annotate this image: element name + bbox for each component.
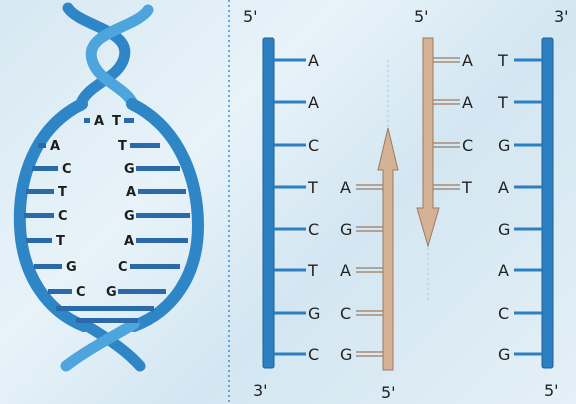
label-top-mid-5prime: 5' xyxy=(414,7,429,26)
new-strand-left-base: G xyxy=(340,220,352,239)
helix-rung-left xyxy=(48,289,72,294)
helix-base-right: G xyxy=(124,209,135,224)
helix-bubble-right xyxy=(126,98,205,332)
template-strand-right-bases: T T G A G A C G xyxy=(497,51,542,364)
helix-bubble-left xyxy=(13,98,90,332)
helix-base-left: C xyxy=(58,209,68,224)
new-strand-left-bases: A G A C G xyxy=(340,178,383,364)
helix-rung-left xyxy=(34,264,62,269)
helix-base-left: C xyxy=(76,285,86,300)
helix-base-right: A xyxy=(124,234,134,249)
helix-rung-left xyxy=(26,238,52,243)
helix-rung-left xyxy=(26,189,54,194)
new-strand-left-base: C xyxy=(340,304,351,323)
new-strand-right-base: C xyxy=(462,136,473,155)
template-right-base: G xyxy=(498,345,510,364)
new-strand-down-arrow xyxy=(416,37,440,248)
helix-rung xyxy=(56,306,154,311)
template-right-base: A xyxy=(498,178,509,197)
helix-strand-top-a xyxy=(62,2,131,112)
helix-rung-left xyxy=(84,118,90,123)
template-strand-left-bases: A A C T C T G C xyxy=(274,51,320,364)
helix-rung-right xyxy=(136,213,190,218)
new-strand-right-bases: A A C T xyxy=(433,51,473,197)
new-strand-left-base: G xyxy=(340,345,352,364)
template-left-base: T xyxy=(307,178,318,197)
label-bottom-mid-5prime: 5' xyxy=(381,383,396,402)
helix-rung-left xyxy=(24,213,54,218)
template-left-base: C xyxy=(308,220,319,239)
template-strand-right-backbone xyxy=(541,37,554,369)
helix-base-right: C xyxy=(118,260,128,275)
new-strand-right-base: T xyxy=(461,178,472,197)
template-left-base: C xyxy=(308,136,319,155)
helix-base-left: A xyxy=(94,114,104,129)
template-right-base: G xyxy=(498,220,510,239)
helix-rung-right xyxy=(118,289,166,294)
template-right-base: A xyxy=(498,261,509,280)
new-strand-up-arrow xyxy=(377,127,399,371)
helix-base-left: C xyxy=(62,162,72,177)
helix-base-right: G xyxy=(124,162,135,177)
template-left-base: T xyxy=(307,261,318,280)
template-left-base: A xyxy=(308,93,319,112)
helix-base-right: A xyxy=(126,185,136,200)
label-top-right-3prime: 3' xyxy=(554,7,569,26)
helix-rung-right xyxy=(136,238,188,243)
template-right-base: T xyxy=(497,51,508,70)
helix-strand-top-b xyxy=(85,4,154,112)
label-bottom-right-5prime: 5' xyxy=(544,381,559,400)
label-top-left-5prime: 5' xyxy=(243,7,258,26)
label-bottom-left-3prime: 3' xyxy=(253,381,268,400)
helix-rung-right xyxy=(130,143,160,148)
helix-rung xyxy=(76,318,138,323)
helix-rung-left xyxy=(32,166,58,171)
helix-base-left: G xyxy=(66,260,77,275)
helix-rung-right xyxy=(138,189,186,194)
template-left-base: C xyxy=(308,345,319,364)
helix-base-right: T xyxy=(118,139,127,154)
helix-base-right: T xyxy=(112,114,121,129)
helix-rung-left xyxy=(38,143,46,148)
helix-rung-right xyxy=(136,166,180,171)
new-strand-left-base: A xyxy=(340,178,351,197)
helix-base-left: A xyxy=(50,139,60,154)
helix-base-left: T xyxy=(58,185,67,200)
helix-strand-bottom-a xyxy=(78,318,146,372)
template-left-base: G xyxy=(308,304,320,323)
helix-rung-right xyxy=(124,118,134,123)
template-left-base: A xyxy=(308,51,319,70)
new-strand-left-base: A xyxy=(340,261,351,280)
new-strand-right-base: A xyxy=(462,51,473,70)
template-strand-left-backbone xyxy=(262,37,275,369)
template-right-base: G xyxy=(498,136,510,155)
helix-base-left: T xyxy=(56,234,65,249)
new-strand-right-base: A xyxy=(462,93,473,112)
helix-strand-bottom-b xyxy=(60,318,140,372)
helix-base-right: G xyxy=(106,285,117,300)
helix-rung-right xyxy=(130,264,180,269)
template-right-base: T xyxy=(497,93,508,112)
template-right-base: C xyxy=(498,304,509,323)
